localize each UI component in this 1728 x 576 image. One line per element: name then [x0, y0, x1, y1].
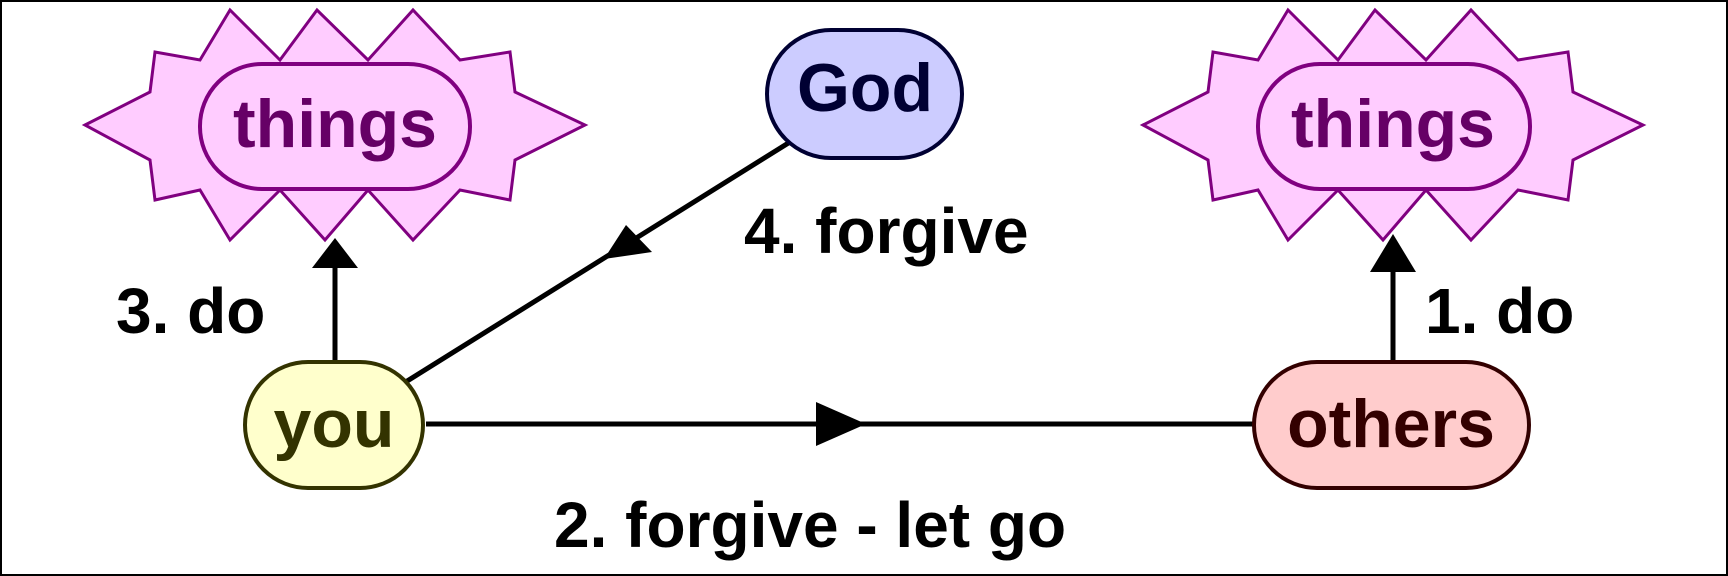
- arrowheads: [312, 225, 1416, 446]
- label-others-do: 1. do: [1425, 275, 1574, 347]
- arrowhead-forgive-let-go: [816, 402, 866, 446]
- things-pill: [198, 62, 472, 191]
- label-god-forgive: 4. forgive: [744, 195, 1029, 267]
- you-label: you: [274, 386, 395, 462]
- node-you: you: [243, 360, 425, 490]
- edge-labels: 1. do 2. forgive - let go 3. do 4. forgi…: [116, 195, 1574, 561]
- others-label: others: [1287, 386, 1495, 462]
- arrowhead-others-do: [1370, 234, 1416, 272]
- node-god: God: [765, 28, 964, 160]
- edge-god-to-you: [402, 139, 792, 386]
- god-pill: [765, 28, 964, 160]
- things-right-label: things: [1291, 86, 1495, 162]
- god-label: God: [797, 50, 933, 126]
- node-things-left: things: [81, 7, 589, 243]
- node-others: others: [1252, 360, 1531, 490]
- starburst-shape: [81, 7, 589, 243]
- others-pill: [1252, 360, 1531, 490]
- label-you-do: 3. do: [116, 275, 265, 347]
- label-forgive-let-go: 2. forgive - let go: [554, 489, 1066, 561]
- you-pill: [243, 360, 425, 490]
- node-things-right: things: [1139, 7, 1647, 243]
- arrowhead-god-forgive: [604, 225, 652, 259]
- starburst-shape: [1139, 7, 1647, 243]
- arrowhead-you-do: [312, 238, 358, 268]
- things-left-label: things: [233, 86, 437, 162]
- things-pill: [1256, 62, 1532, 191]
